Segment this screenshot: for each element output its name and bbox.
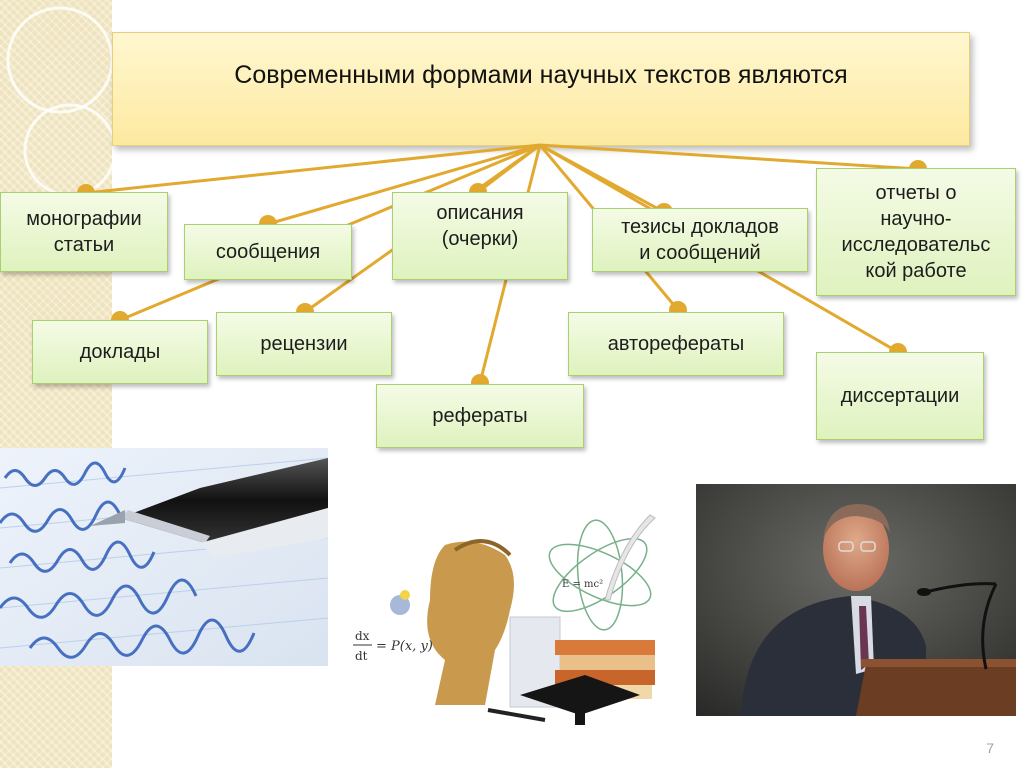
node-autoabstracts: авторефераты: [568, 312, 784, 376]
node-dissertations: диссертации: [816, 352, 984, 440]
node-label: монографии статьи: [26, 208, 142, 256]
speaker-photo: [696, 484, 1016, 716]
speaker-image: [696, 484, 1016, 716]
emc2-formula: E = mc²: [562, 579, 603, 590]
node-reports: доклады: [32, 320, 208, 384]
handwriting-pen-image: [0, 448, 328, 666]
node-label: описания (очерки): [436, 202, 524, 250]
node-label: отчеты о научно- исследовательс кой рабо…: [841, 182, 991, 282]
arrow-to-messages: [259, 143, 541, 233]
node-reviews: рецензии: [216, 312, 392, 376]
node-abstracts: рефераты: [376, 384, 584, 448]
page-number: 7: [986, 740, 994, 756]
node-label: диссертации: [840, 385, 960, 407]
arrow-to-monographs: [77, 143, 541, 202]
node-label: рефераты: [432, 405, 528, 427]
node-label: доклады: [79, 341, 161, 363]
science-collage: dx dt = P(x, y) E = mc²: [350, 505, 670, 730]
node-label: авторефераты: [607, 333, 745, 355]
node-messages: сообщения: [184, 224, 352, 280]
slide-title: Современными формами научных текстов явл…: [234, 60, 848, 89]
handwriting-pen-photo: [0, 448, 328, 666]
node-label: рецензии: [260, 333, 348, 355]
node-reports-research: отчеты о научно- исследовательс кой рабо…: [816, 168, 1016, 296]
formula-numerator: dx: [355, 629, 370, 643]
node-label: сообщения: [215, 241, 321, 263]
node-descriptions: описания (очерки): [392, 192, 568, 280]
node-label: тезисы докладов и сообщений: [621, 216, 779, 264]
formula-rhs: = P(x, y): [376, 639, 433, 654]
node-theses: тезисы докладов и сообщений: [592, 208, 808, 272]
arrow-to-reports-research: [539, 143, 927, 178]
node-monographs: монографии статьи: [0, 192, 168, 272]
formula-denominator: dt: [355, 649, 368, 663]
collage-image: dx dt = P(x, y) E = mc²: [353, 514, 656, 725]
